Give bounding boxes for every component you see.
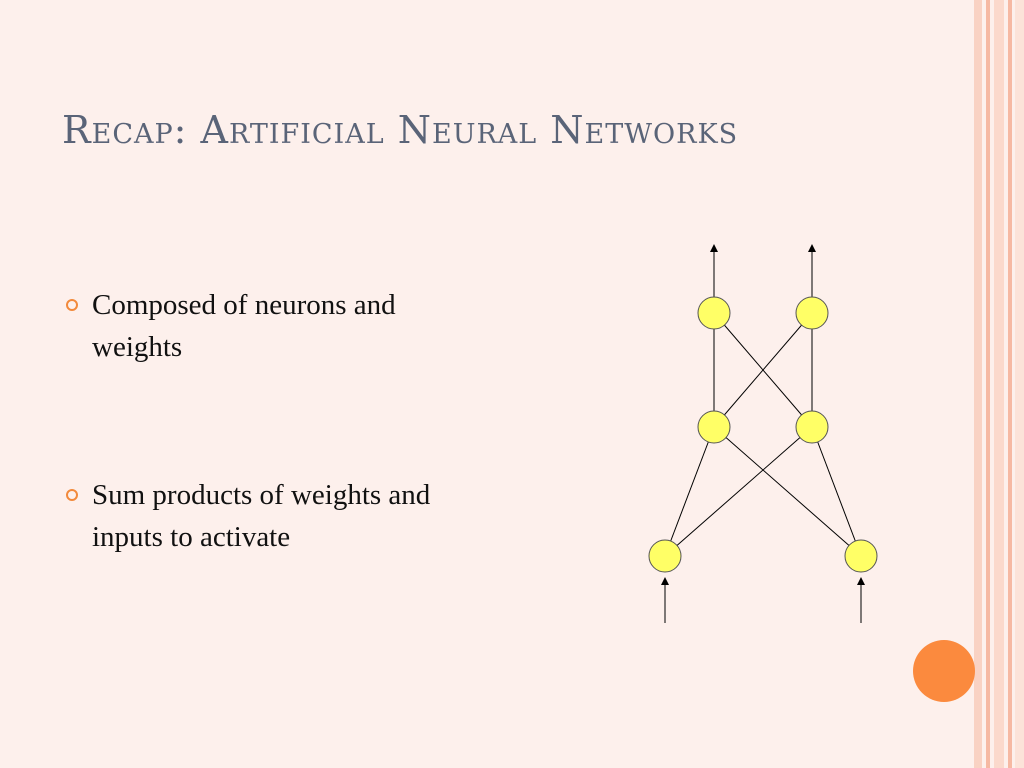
decorative-circle <box>913 640 975 702</box>
connection-line <box>811 426 862 557</box>
bullet-text-line: Sum products of weights and <box>92 479 431 511</box>
stripe <box>974 0 982 768</box>
connection-line <box>713 426 862 557</box>
output-neuron <box>795 296 829 330</box>
stripe <box>1008 0 1012 768</box>
input-neuron <box>648 539 682 573</box>
connection-line <box>664 426 813 557</box>
hidden-neuron <box>697 410 731 444</box>
bullet-text-line: inputs to activate <box>92 521 291 553</box>
input-neuron <box>844 539 878 573</box>
bullet-text-line: Composed of neurons and <box>92 289 396 321</box>
slide-title: Recap: Artificial Neural Networks <box>62 108 739 152</box>
stripe <box>986 0 990 768</box>
bullet-list: Composed of neurons and weights Sum prod… <box>66 284 566 558</box>
connection-line <box>713 312 813 428</box>
bullet-circle-icon <box>66 299 78 311</box>
hidden-neuron <box>795 410 829 444</box>
stripe <box>1015 0 1024 768</box>
output-neuron <box>697 296 731 330</box>
stripe <box>994 0 1004 768</box>
bullet-text-line: weights <box>92 331 183 363</box>
bullet-item: Composed of neurons and weights <box>66 284 566 368</box>
decorative-stripes <box>974 0 1024 768</box>
neurons <box>648 296 878 573</box>
bullet-circle-icon <box>66 489 78 501</box>
connections <box>661 244 865 623</box>
neural-network-diagram <box>648 244 878 623</box>
bullet-item: Sum products of weights and inputs to ac… <box>66 474 566 558</box>
connection-line <box>664 426 715 557</box>
